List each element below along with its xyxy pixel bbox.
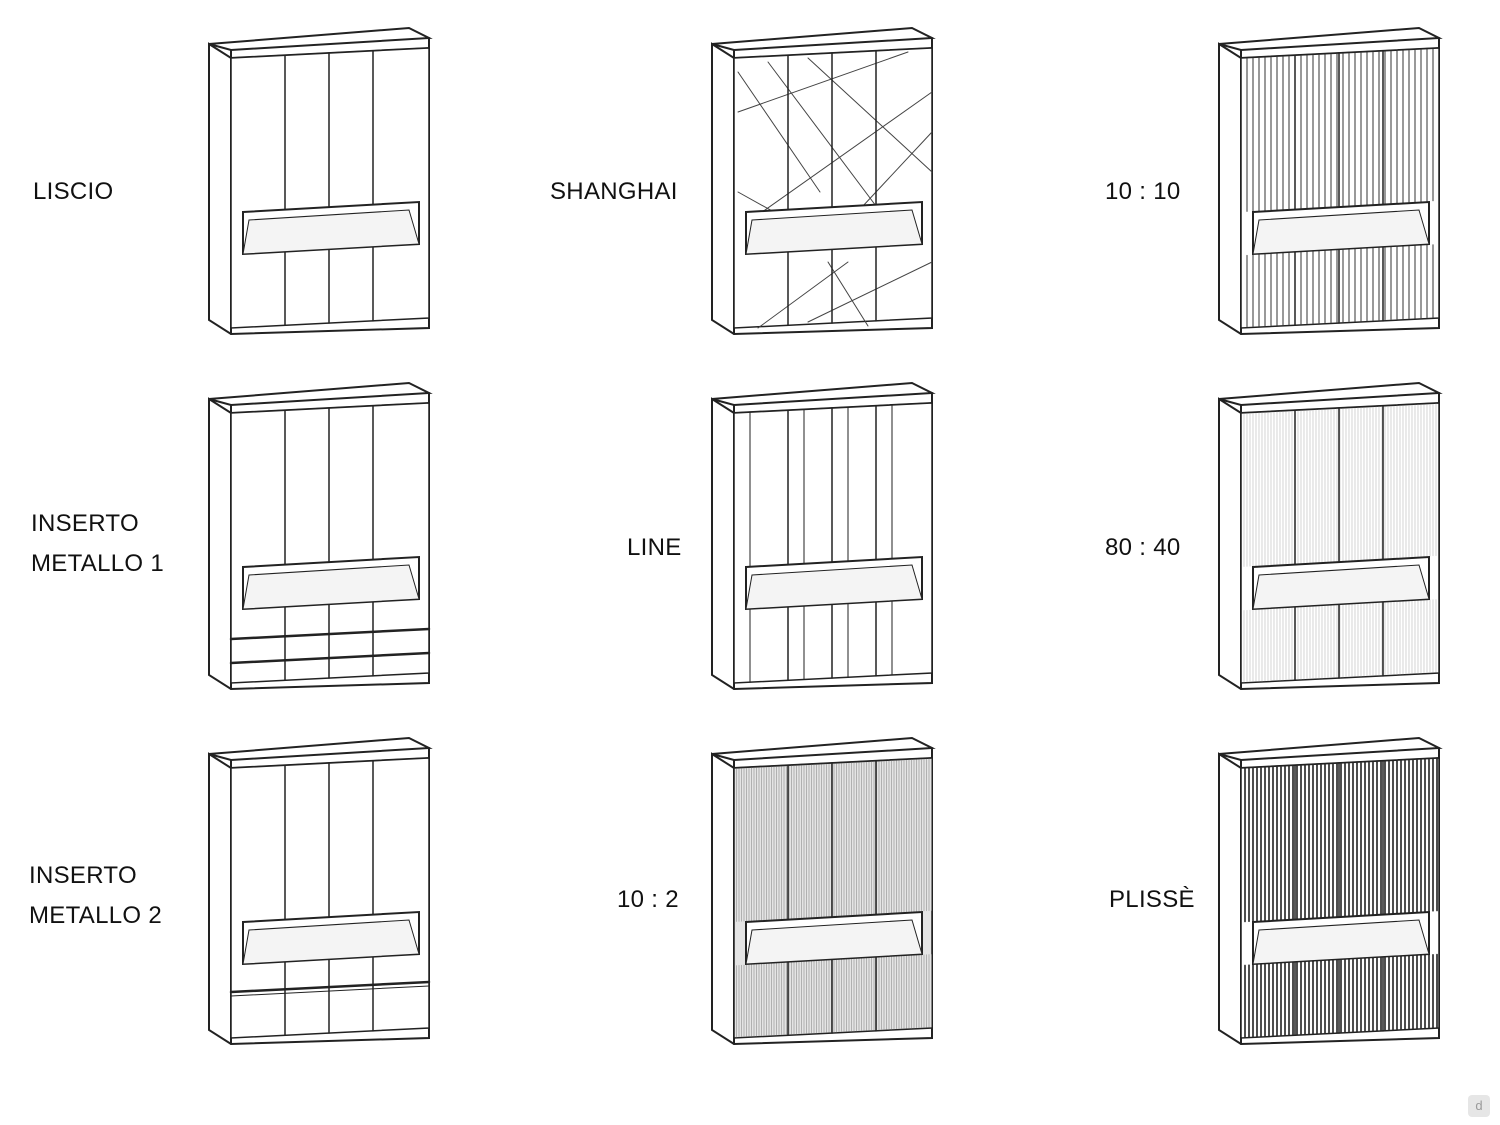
niche-shelf (1252, 564, 1430, 610)
cabinet-plisse (1215, 732, 1455, 1052)
cabinet-drawing (208, 381, 433, 691)
cabinet-top (711, 381, 936, 407)
cabinet-top (711, 26, 936, 52)
cabinet-top (208, 26, 433, 52)
finish-label-shanghai: SHANGHAI (550, 178, 678, 205)
cabinet-10-2 (708, 732, 948, 1052)
metal-insert (229, 651, 431, 665)
texture-line (807, 57, 933, 173)
cabinet-drawing (1218, 381, 1443, 691)
cabinet-top (208, 736, 433, 762)
niche-shelf (1252, 209, 1430, 255)
door-texture (1246, 48, 1434, 328)
finish-label-inserto-metallo-1: INSERTO METALLO 1 (31, 510, 164, 577)
cabinet-liscio (205, 22, 445, 342)
finish-label-10-10: 10 : 10 (1105, 178, 1181, 205)
finish-label-liscio: LISCIO (33, 178, 114, 205)
cabinet-drawing (1218, 26, 1443, 336)
door-texture (1244, 758, 1438, 1038)
cabinet-inserto-metallo-2 (205, 732, 445, 1052)
texture-line (737, 71, 821, 193)
finish-label-line: LINE (627, 534, 682, 561)
niche-shelf (242, 209, 420, 255)
door-texture (1243, 403, 1437, 683)
door-texture (749, 404, 893, 683)
finish-label-10-2: 10 : 2 (617, 886, 679, 913)
cabinet-drawing (711, 26, 936, 336)
niche-shelf (1252, 919, 1430, 965)
cabinet-80-40 (1215, 377, 1455, 697)
cabinet-front (1240, 47, 1440, 329)
cabinet-top (1218, 26, 1443, 52)
cabinet-top (711, 736, 936, 762)
watermark-logo: d (1468, 1095, 1490, 1117)
cabinet-front (733, 757, 933, 1039)
texture-line (747, 91, 933, 223)
cabinet-inserto-metallo-1 (205, 377, 445, 697)
cabinet-front (230, 47, 430, 329)
metal-insert (229, 627, 431, 641)
niche-shelf (242, 564, 420, 610)
cabinet-front (230, 402, 430, 684)
metal-insert (230, 985, 430, 997)
cabinet-top (1218, 736, 1443, 762)
cabinet-top (208, 381, 433, 407)
cabinet-front (733, 47, 933, 329)
niche-shelf (745, 209, 923, 255)
cabinet-front (733, 402, 933, 684)
finish-label-80-40: 80 : 40 (1105, 534, 1181, 561)
cabinet-drawing (711, 736, 936, 1046)
cabinet-10-10 (1215, 22, 1455, 342)
niche-shelf (745, 919, 923, 965)
cabinet-drawing (711, 381, 936, 691)
cabinet-drawing (208, 736, 433, 1046)
cabinet-shanghai (708, 22, 948, 342)
niche-shelf (242, 919, 420, 965)
cabinet-front (230, 757, 430, 1039)
finish-label-plisse: PLISSÈ (1109, 886, 1195, 913)
finish-label-inserto-metallo-2: INSERTO METALLO 2 (29, 862, 162, 929)
texture-line (737, 51, 909, 113)
texture-line (827, 261, 869, 327)
metal-insert (229, 980, 431, 994)
cabinet-drawing (208, 26, 433, 336)
cabinet-drawing (1218, 736, 1443, 1046)
texture-line (757, 261, 849, 329)
cabinet-top (1218, 381, 1443, 407)
texture-line (807, 261, 933, 323)
cabinet-line (708, 377, 948, 697)
niche-shelf (745, 564, 923, 610)
